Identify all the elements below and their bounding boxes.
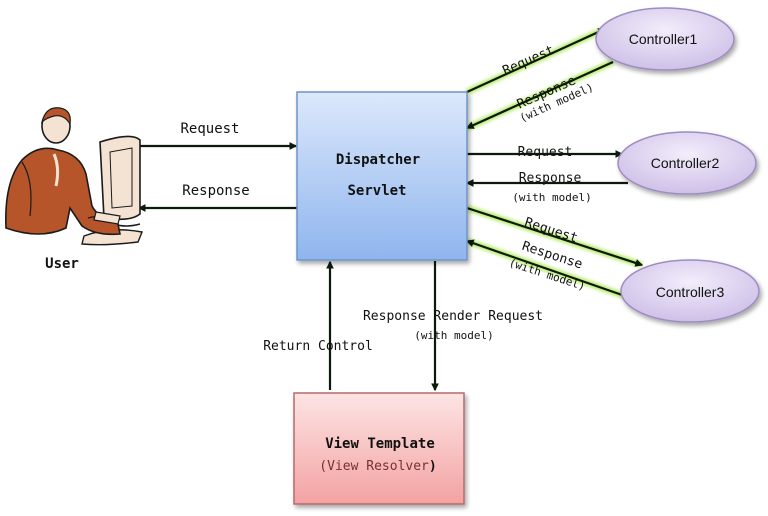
dispatcher-servlet-subtitle: Servlet — [347, 183, 406, 199]
user-label: User — [45, 256, 79, 272]
view-resolver-close: ) — [429, 459, 437, 474]
controller2-response-label: Response — [519, 171, 582, 186]
dispatcher-servlet-box — [296, 91, 468, 261]
view-template-title: View Template — [325, 436, 435, 452]
user-clipart — [5, 107, 143, 246]
controller2-request-label: Request — [518, 145, 573, 160]
arrow-controller1-response — [465, 59, 615, 131]
controller1-label: Controller1 — [629, 31, 698, 47]
controller1-request-label: Request — [500, 43, 556, 79]
render-with-model-label: (with model) — [414, 329, 493, 342]
arrows-layer — [137, 26, 644, 392]
user-request-label: Request — [180, 121, 239, 137]
arrow-controller3-request — [466, 205, 644, 268]
controller2-with-model-label: (with model) — [512, 191, 591, 204]
arrow-controller3-response — [465, 238, 626, 299]
view-resolver-text: (View Resolver — [319, 459, 429, 474]
dispatcher-servlet-title: Dispatcher — [336, 152, 420, 168]
arrow-controller1-request — [465, 26, 607, 95]
person-icon — [5, 107, 121, 236]
controller2-label: Controller2 — [651, 155, 720, 171]
response-render-request-label: Response Render Request — [363, 309, 543, 324]
user-response-label: Response — [182, 183, 249, 199]
controller1-node — [595, 7, 735, 71]
view-resolver-subtitle: (View Resolver) — [319, 459, 436, 474]
return-control-label: Return Control — [263, 339, 373, 354]
controller3-label: Controller3 — [656, 284, 725, 300]
controller2-node — [617, 131, 757, 195]
controller3-node — [620, 259, 760, 323]
view-template-box — [293, 392, 465, 505]
computer-monitor-icon — [81, 135, 143, 246]
